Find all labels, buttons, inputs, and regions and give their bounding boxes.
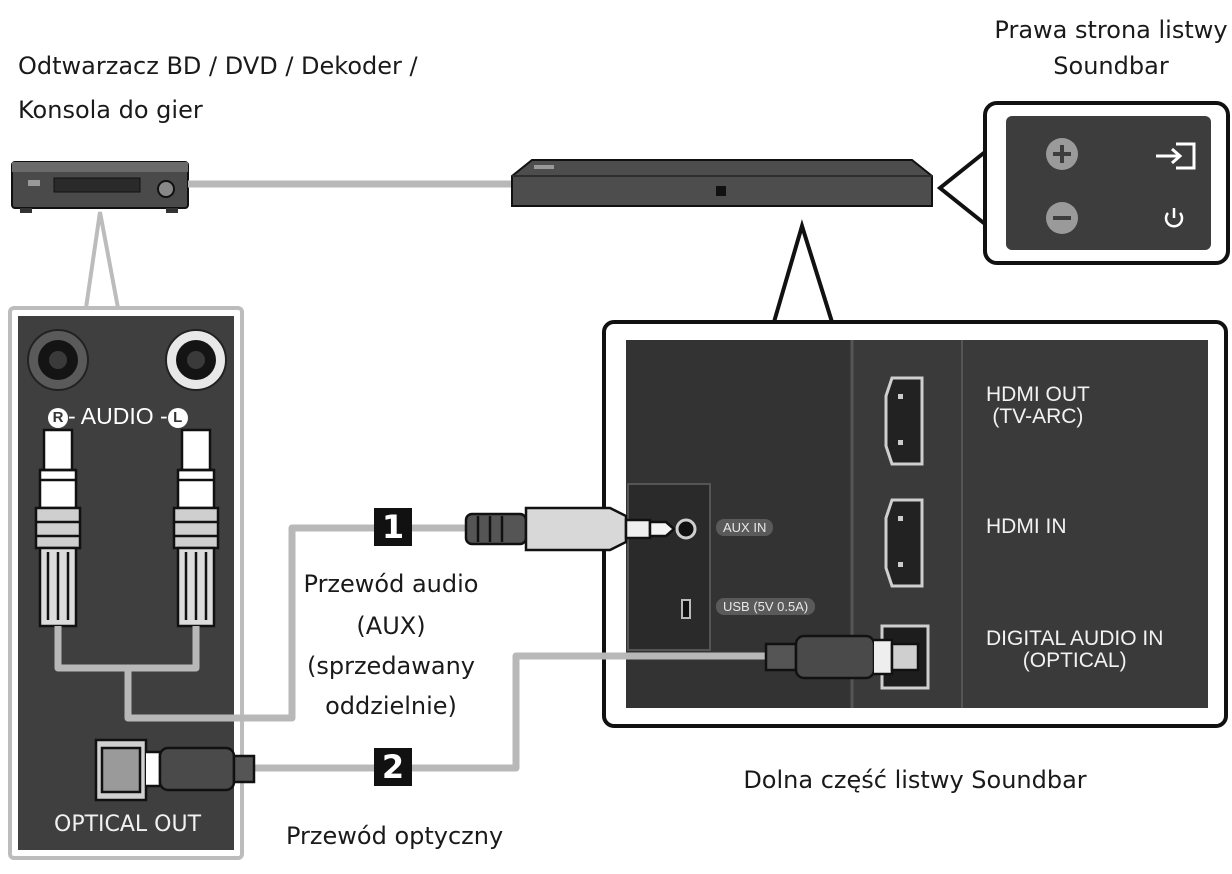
- audio-r-badge: R: [48, 408, 68, 428]
- usb-label: USB (5V 0.5A): [716, 598, 816, 615]
- cable1-label-line2: (AUX): [356, 612, 426, 640]
- rca-plug-left: [172, 428, 220, 628]
- power-icon: [1164, 208, 1184, 228]
- step-2-badge: 2: [374, 748, 412, 786]
- optical-in-plug: [764, 634, 920, 680]
- soundbar-illustration: [511, 159, 933, 207]
- optical-out-socket-plug: [94, 738, 256, 802]
- cable1-label-line4: oddzielnie): [325, 692, 457, 720]
- hdmi-in-port: [884, 498, 924, 588]
- soundbar-right-label-line1: Prawa strona listwy: [994, 16, 1228, 44]
- soundbar-right-callout: [936, 101, 1230, 265]
- cable1-label-line1: Przewód audio: [303, 570, 479, 598]
- digital-audio-in-label-line2: (OPTICAL): [1022, 649, 1127, 673]
- hdmi-out-label: HDMI OUT (TV-ARC): [986, 383, 1090, 429]
- cable2-label: Przewód optyczny: [286, 822, 504, 850]
- input-source-icon: [1156, 142, 1196, 170]
- aux-cable: [54, 524, 466, 722]
- step-1-badge: 1: [374, 508, 412, 546]
- source-device-illustration: [11, 161, 189, 213]
- audio-label: - AUDIO -: [68, 403, 168, 429]
- hdmi-out-label-line2: (TV-ARC): [992, 405, 1084, 429]
- aux-plug: [464, 506, 676, 552]
- rca-plug-right: [34, 428, 82, 628]
- aux-in-jack: [675, 518, 697, 540]
- digital-audio-in-label: DIGITAL AUDIO IN (OPTICAL): [986, 627, 1164, 673]
- audio-rl-label: R- AUDIO -L: [48, 403, 188, 430]
- source-device-label-line1: Odtwarzacz BD / DVD / Dekoder /: [18, 52, 418, 80]
- usb-port: [681, 599, 691, 619]
- aux-in-label: AUX IN: [716, 519, 774, 536]
- soundbar-bottom-label: Dolna część listwy Soundbar: [743, 766, 1087, 794]
- source-device-label-line2: Konsola do gier: [18, 96, 203, 124]
- hdmi-out-port: [884, 376, 924, 466]
- cable1-label-line3: (sprzedawany: [306, 652, 476, 680]
- soundbar-right-label-line2: Soundbar: [1053, 52, 1169, 80]
- hdmi-out-label-line1: HDMI OUT: [986, 383, 1090, 406]
- digital-audio-in-label-line1: DIGITAL AUDIO IN: [986, 627, 1164, 650]
- optical-out-label: OPTICAL OUT: [54, 812, 202, 837]
- audio-l-badge: L: [167, 408, 188, 428]
- soundbar-bottom-callout: [602, 219, 1228, 728]
- hdmi-in-label: HDMI IN: [986, 515, 1067, 538]
